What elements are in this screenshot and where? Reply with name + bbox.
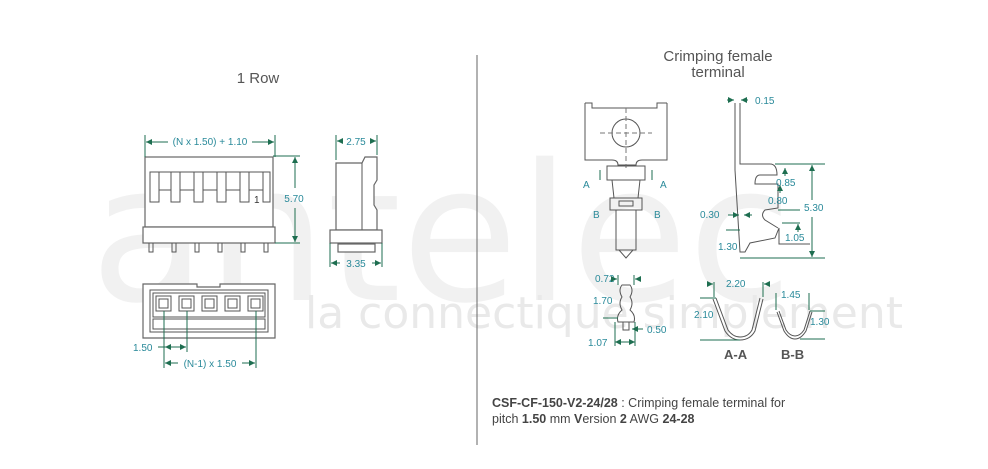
caption-version: 2 bbox=[620, 412, 627, 426]
dim-1-30: 1.30 bbox=[718, 242, 738, 253]
caption-text2c: ersion bbox=[582, 412, 620, 426]
dim-0-15: 0.15 bbox=[755, 96, 775, 107]
dim-span: (N-1) x 1.50 bbox=[184, 359, 237, 370]
dim-0-72: 0.72 bbox=[595, 274, 615, 285]
dim-0-50: 0.50 bbox=[647, 325, 667, 336]
front-view: 1 (N x 1.50) + 1.10 5.70 bbox=[142, 135, 304, 253]
dim-1-07: 1.07 bbox=[588, 338, 608, 349]
section-label-aa: A-A bbox=[724, 347, 748, 362]
section-label-bb: B-B bbox=[781, 347, 804, 362]
dim-0-80: 0.80 bbox=[768, 196, 788, 207]
dim-height: 5.70 bbox=[284, 194, 304, 205]
dim-1-30-bb: 1.30 bbox=[810, 317, 830, 328]
left-title: 1 Row bbox=[237, 70, 280, 87]
section-mark-a-right: A bbox=[660, 180, 667, 191]
dim-1-45: 1.45 bbox=[781, 290, 801, 301]
caption-pitch: 1.50 bbox=[522, 412, 546, 426]
terminal-side-view: 0.15 5.30 0.85 0.80 0.30 1.05 1.30 bbox=[700, 96, 825, 259]
dim-0-30: 0.30 bbox=[700, 210, 720, 221]
dim-1-70: 1.70 bbox=[593, 296, 613, 307]
dim-2-10: 2.10 bbox=[694, 310, 714, 321]
dim-5-30: 5.30 bbox=[804, 203, 824, 214]
part-number: CSF-CF-150-V2-24/28 bbox=[492, 396, 618, 410]
caption-version-v: V bbox=[574, 412, 583, 426]
section-mark-b-left: B bbox=[593, 210, 600, 221]
right-title-line1: Crimping female bbox=[663, 48, 772, 65]
bottom-view: 1.50 (N-1) x 1.50 bbox=[133, 283, 276, 370]
caption-text2d: AWG bbox=[627, 412, 663, 426]
caption-text1: : Crimping female terminal for bbox=[618, 396, 785, 410]
dim-0-85: 0.85 bbox=[776, 178, 796, 189]
section-aa: 2.20 2.10 A-A bbox=[694, 279, 770, 362]
caption-text2b: mm bbox=[546, 412, 574, 426]
dim-side-top: 2.75 bbox=[346, 137, 366, 148]
caption-line1: CSF-CF-150-V2-24/28 : Crimping female te… bbox=[492, 396, 785, 410]
dim-side-bottom: 3.35 bbox=[346, 259, 366, 270]
pin-one-label: 1 bbox=[254, 195, 260, 206]
dim-1-05: 1.05 bbox=[785, 233, 805, 244]
dim-width: (N x 1.50) + 1.10 bbox=[173, 137, 248, 148]
dim-pitch: 1.50 bbox=[133, 343, 153, 354]
caption-awg: 24-28 bbox=[663, 412, 695, 426]
section-bb: 1.45 1.30 B-B bbox=[775, 290, 830, 362]
terminal-front-view: 0.72 1.70 0.50 1.07 bbox=[588, 274, 667, 349]
terminal-top-view: A A B B bbox=[583, 102, 668, 259]
right-title-line2: terminal bbox=[691, 64, 744, 81]
section-mark-a-left: A bbox=[583, 180, 590, 191]
dim-2-20: 2.20 bbox=[726, 279, 746, 290]
caption-text2a: pitch bbox=[492, 412, 522, 426]
side-view: 2.75 3.35 bbox=[329, 135, 383, 270]
section-mark-b-right: B bbox=[654, 210, 661, 221]
caption-line2: pitch 1.50 mm Version 2 AWG 24-28 bbox=[492, 412, 695, 426]
